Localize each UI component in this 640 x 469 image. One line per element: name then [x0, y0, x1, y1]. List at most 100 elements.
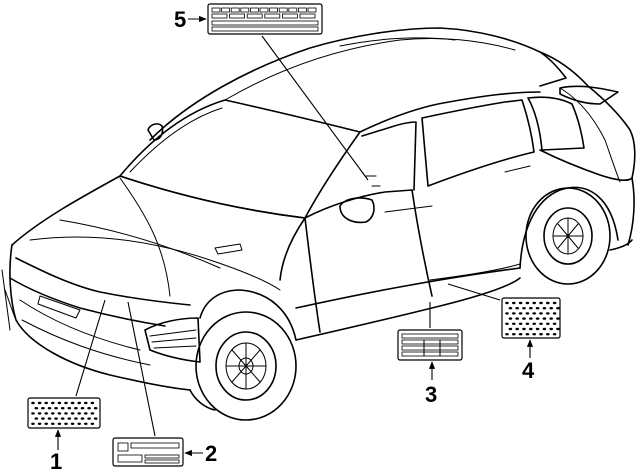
label-texture-dot [556, 327, 560, 331]
label-texture-dot [515, 307, 519, 310]
label-texture-dot [535, 307, 540, 310]
label-cell [264, 13, 281, 19]
label-cell [229, 13, 246, 19]
label-texture-dot [34, 407, 39, 410]
label-texture-dot [539, 333, 543, 336]
label-texture-dot [552, 301, 557, 305]
label-texture-dot [67, 417, 72, 420]
label-texture-dot [539, 312, 543, 315]
label-texture-dot [44, 401, 48, 405]
label-texture-dot [522, 317, 526, 320]
label-texture-dot [77, 401, 81, 405]
label-texture-dot [529, 317, 533, 320]
leader-line-5 [261, 35, 369, 181]
label-texture-dot [552, 312, 557, 315]
label-texture-dot [64, 401, 68, 405]
label-cell [246, 13, 263, 19]
label-texture-dot [525, 301, 530, 305]
label-cell [211, 7, 221, 13]
label-texture-dot [93, 417, 98, 420]
label-texture-dot [57, 401, 62, 405]
leader-line-2 [127, 301, 156, 437]
label-texture-dot [518, 312, 523, 315]
label-5-icon [207, 3, 323, 35]
label-texture-dot [535, 327, 540, 331]
label-texture-dot [54, 417, 58, 420]
label-cell [281, 13, 298, 19]
label-cell [288, 7, 298, 13]
label-texture-dot [93, 407, 98, 410]
label-texture-dot [518, 322, 523, 325]
label-texture-dot [546, 333, 550, 336]
label-texture-dot [505, 312, 509, 315]
label-texture-dot [64, 412, 68, 415]
label-texture-dot [60, 417, 65, 420]
label-texture-dot [90, 401, 95, 405]
label-cell [240, 7, 250, 13]
label-texture-dot [539, 322, 543, 325]
vehicle-illustration [1, 27, 636, 421]
label-texture-dot [84, 401, 88, 405]
label-texture-dot [44, 422, 48, 425]
label-texture-dot [37, 412, 42, 415]
label-cell [297, 7, 307, 13]
label-texture-dot [77, 422, 81, 425]
label-texture-dot [512, 301, 516, 305]
label-texture-dot [57, 422, 62, 425]
label-cell [259, 7, 269, 13]
label-texture-dot [532, 322, 536, 325]
label-texture-dot [31, 401, 35, 405]
callout-5: 5 [174, 7, 186, 32]
label-texture-dot [556, 307, 560, 310]
label-texture-dot [44, 412, 48, 415]
label-texture-dot [512, 322, 516, 325]
label-texture-dot [74, 417, 78, 420]
label-cell [299, 13, 316, 19]
label-texture-dot [539, 301, 543, 305]
label-texture-dot [80, 407, 85, 410]
label-cell [278, 7, 288, 13]
label-texture-dot [84, 422, 88, 425]
label-2-icon [112, 437, 184, 467]
label-texture-dot [41, 407, 45, 410]
label-texture-dot [34, 417, 39, 420]
label-texture-dot [512, 312, 516, 315]
label-texture-dot [515, 317, 519, 320]
label-texture-dot [549, 307, 553, 310]
label-texture-dot [51, 401, 55, 405]
callout-3: 3 [425, 382, 437, 407]
label-cell [269, 7, 279, 13]
label-3-icon [397, 329, 463, 361]
label-texture-dot [80, 417, 85, 420]
label-texture-dot [532, 301, 536, 305]
label-texture-dot [522, 307, 526, 310]
label-texture-dot [87, 417, 91, 420]
label-texture-dot [542, 327, 547, 331]
label-texture-dot [505, 322, 509, 325]
label-texture-dot [532, 312, 536, 315]
label-texture-dot [77, 412, 81, 415]
label-texture-dot [70, 412, 75, 415]
label-texture-dot [542, 317, 547, 320]
label-texture-dot [525, 322, 530, 325]
label-texture-dot [515, 327, 519, 331]
label-texture-dot [47, 417, 52, 420]
label-texture-dot [84, 412, 88, 415]
label-texture-dot [529, 327, 533, 331]
label-texture-dot [518, 301, 523, 305]
label-texture-dot [505, 333, 509, 336]
label-texture-dot [522, 327, 526, 331]
label-cell [211, 13, 228, 19]
label-texture-dot [87, 407, 91, 410]
label-texture-dot [37, 422, 42, 425]
label-texture-dot [549, 317, 553, 320]
label-texture-dot [532, 333, 536, 336]
label-texture-dot [90, 412, 95, 415]
label-texture-dot [505, 301, 509, 305]
label-texture-dot [54, 407, 58, 410]
label-texture-dot [31, 412, 35, 415]
label-texture-dot [512, 333, 516, 336]
label-4-icon [501, 297, 561, 339]
label-texture-dot [535, 317, 540, 320]
